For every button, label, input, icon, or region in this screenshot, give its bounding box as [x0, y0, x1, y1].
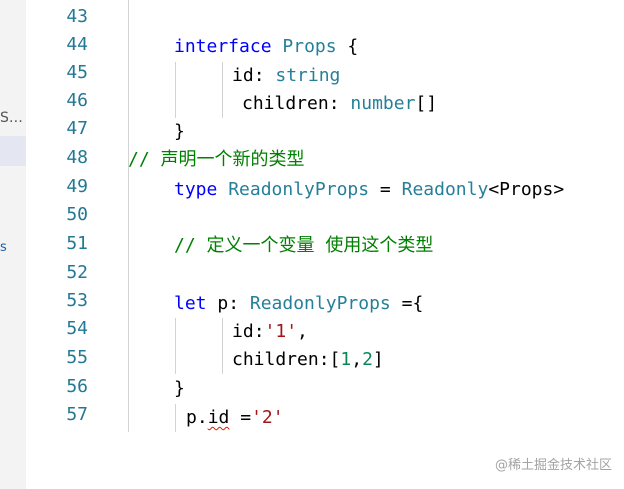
code-comment[interactable]: // 定义一个变量 使用这个类型 [174, 235, 434, 256]
token-punct: :[ [318, 349, 341, 370]
token-punct: : [328, 93, 351, 114]
error-squiggle[interactable]: id [207, 407, 230, 428]
indent-guide [175, 318, 176, 374]
token-punct: ={ [390, 293, 424, 314]
line-number: 53 [66, 290, 88, 311]
watermark: @稀土掘金技术社区 [494, 458, 612, 473]
explorer-selected-item[interactable] [0, 136, 26, 166]
token-keyword: type [174, 179, 218, 200]
token-punct: = [229, 407, 252, 428]
token-type: ReadonlyProps [228, 179, 370, 200]
line-number: 44 [66, 34, 88, 55]
token-type: string [275, 65, 341, 86]
indent-guide [128, 0, 129, 432]
line-number: 52 [66, 262, 88, 283]
token-punct: [] [415, 93, 438, 114]
token-punct: , [297, 321, 308, 342]
token-property: id [232, 321, 254, 342]
token-string: '2' [251, 407, 284, 428]
token-type: number [350, 93, 416, 114]
indent-guide [222, 62, 223, 118]
code-line[interactable]: interface Props { [174, 33, 358, 61]
line-number: 49 [66, 176, 88, 197]
token-punct: = [369, 179, 402, 200]
code-line[interactable]: let p: ReadonlyProps ={ [174, 290, 423, 318]
line-number: 48 [66, 147, 88, 168]
token-punct: <Props> [488, 179, 565, 200]
indent-guide [175, 404, 176, 432]
code-line[interactable]: children:[1,2] [232, 346, 384, 374]
line-number: 43 [66, 6, 88, 27]
indent-guide [175, 62, 176, 118]
token-punct: ] [372, 349, 384, 370]
line-number: 50 [66, 204, 88, 225]
token-property: id [232, 65, 254, 86]
token-number: 1 [340, 349, 352, 370]
token-punct: : [253, 321, 265, 342]
token-number: 2 [362, 349, 373, 370]
token-identifier: p. [186, 407, 208, 428]
line-number: 46 [66, 90, 88, 111]
token-punct: { [336, 36, 359, 57]
code-line[interactable]: p.id ='2' [186, 404, 284, 432]
code-line[interactable]: id: string [232, 62, 340, 90]
line-number: 56 [66, 376, 88, 397]
token-property: children [232, 349, 319, 370]
code-line[interactable]: children: number[] [242, 90, 437, 118]
code-line[interactable]: } [174, 118, 185, 146]
token-punct: } [174, 378, 185, 399]
token-property: children [242, 93, 329, 114]
indent-guide [222, 318, 223, 374]
token-type: ReadonlyProps [249, 293, 391, 314]
token-identifier: p: [206, 293, 250, 314]
line-number: 54 [66, 318, 88, 339]
explorer-item-fragment-2[interactable]: s [0, 240, 7, 255]
line-number: 51 [66, 233, 88, 254]
line-number: 45 [66, 62, 88, 83]
token-type: Props [282, 36, 337, 57]
explorer-panel-edge: S… s [0, 0, 26, 489]
code-comment[interactable]: // 声明一个新的类型 [128, 149, 305, 170]
token-keyword: let [174, 293, 207, 314]
token-punct: : [253, 65, 276, 86]
line-number: 47 [66, 118, 88, 139]
line-number: 57 [66, 404, 88, 425]
token-string: '1' [264, 321, 298, 342]
code-line[interactable]: id:'1', [232, 318, 308, 346]
code-line[interactable]: } [174, 375, 185, 403]
token-punct: } [174, 121, 185, 142]
token-punct: , [351, 349, 363, 370]
token-type: Readonly [401, 179, 489, 200]
line-number: 55 [66, 347, 88, 368]
explorer-item-fragment[interactable]: S… [0, 110, 23, 126]
token-keyword: interface [174, 36, 272, 57]
code-line[interactable]: type ReadonlyProps = Readonly<Props> [174, 176, 564, 204]
